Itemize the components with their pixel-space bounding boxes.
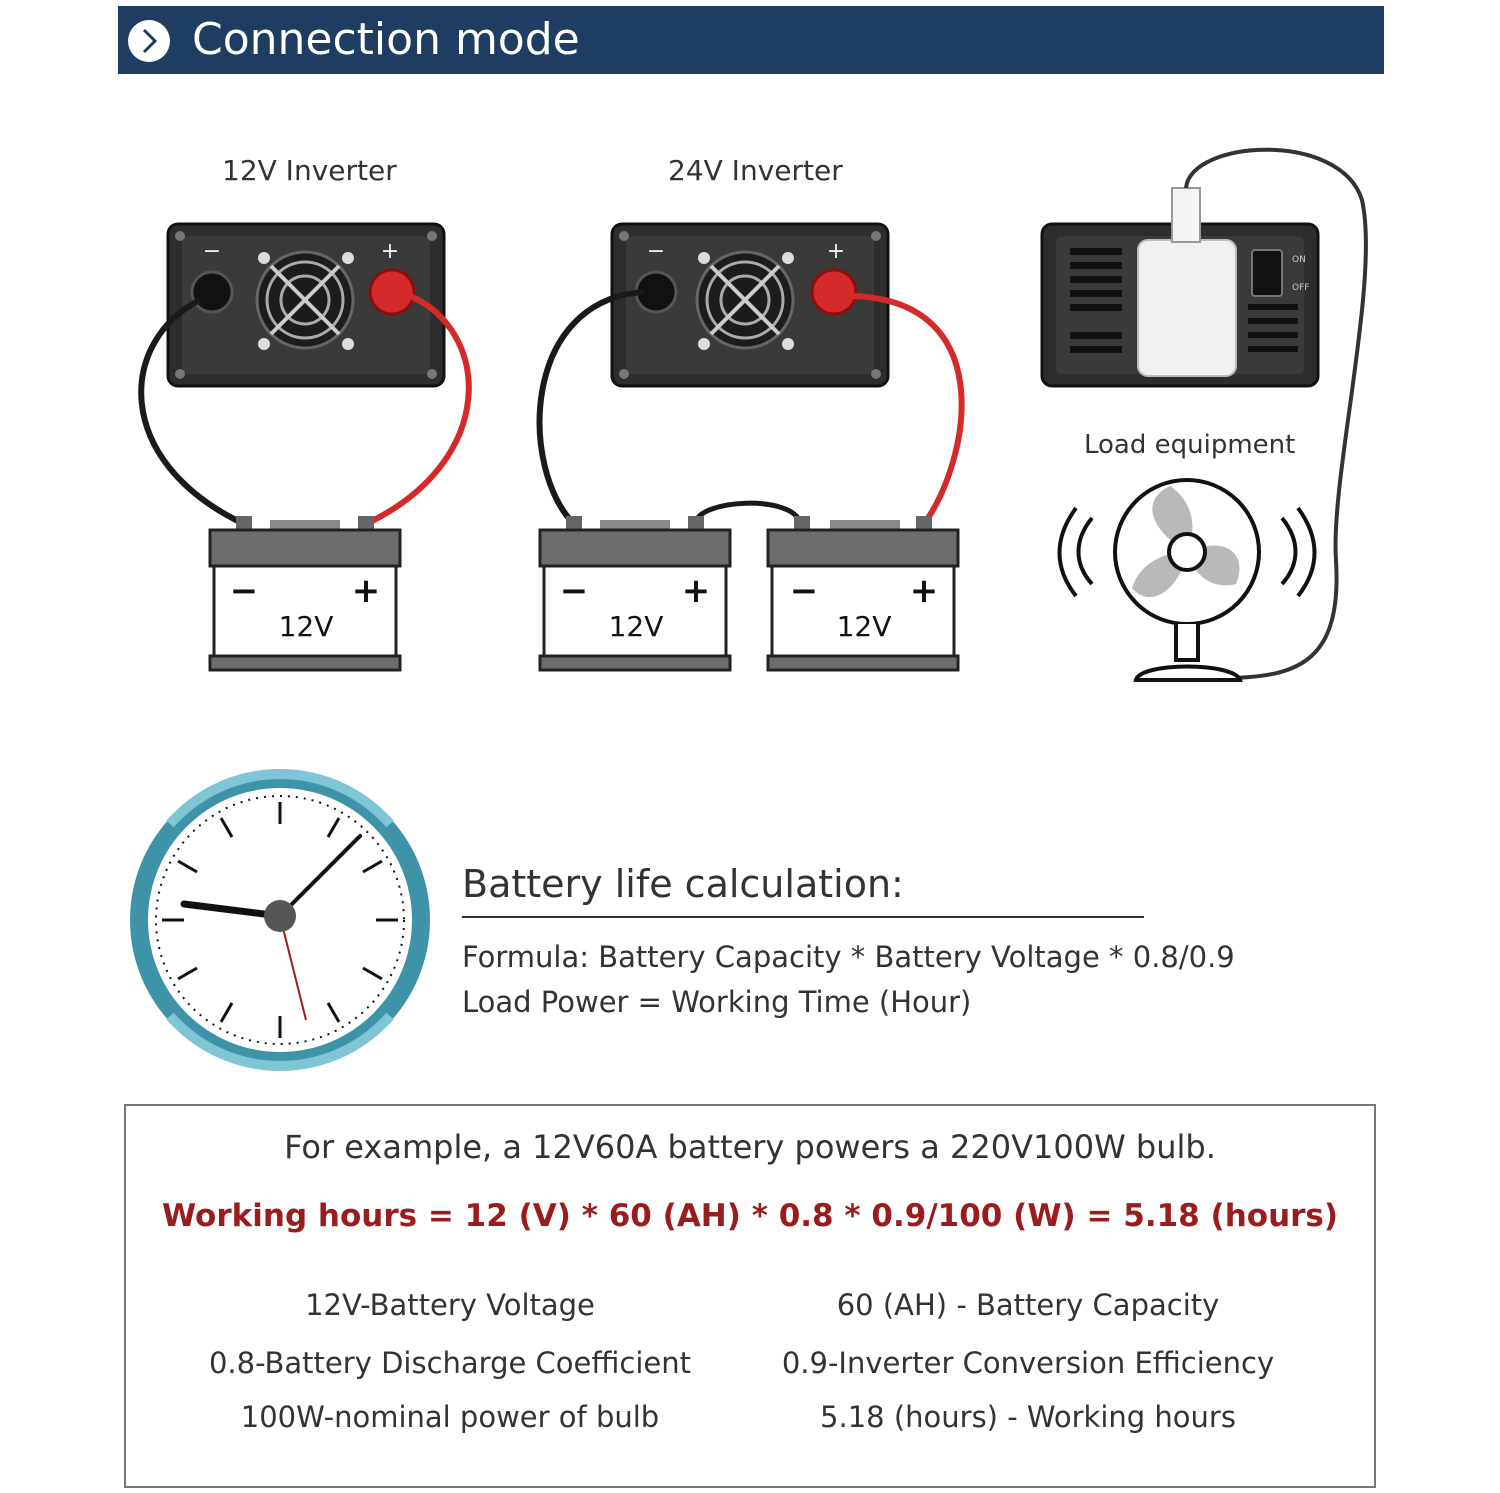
battery: − + 12V [208, 516, 402, 672]
formula-line-1: Formula: Battery Capacity * Battery Volt… [462, 940, 1235, 974]
calculation-title: Battery life calculation: [462, 862, 904, 906]
battery-plus: + [352, 571, 381, 611]
title-underline [462, 916, 1144, 918]
connection-diagram: − + − + − + 12V − + 12 [138, 147, 1368, 682]
minus-sign: − [203, 239, 221, 264]
battery-plus: + [682, 571, 711, 611]
legend-item: 60 (AH) - Battery Capacity [836, 1288, 1220, 1322]
power-switch [1251, 249, 1283, 297]
battery: − + 12V [766, 516, 960, 672]
negative-terminal [190, 270, 234, 314]
battery: − + 12V [538, 516, 732, 672]
example-intro: For example, a 12V60A battery powers a 2… [284, 1128, 1216, 1166]
legend-item: 5.18 (hours) - Working hours [820, 1400, 1236, 1434]
positive-wire [364, 293, 472, 527]
plus-sign: + [827, 239, 845, 264]
positive-wire [851, 293, 965, 526]
positive-terminal [810, 268, 858, 316]
plus-sign: + [381, 239, 399, 264]
inverter-24v: − + [610, 222, 890, 388]
switch-on-label: ON [1292, 255, 1306, 265]
positive-terminal [368, 268, 416, 316]
inverter-ac-side: ON OFF [1040, 222, 1320, 388]
switch-off-label: OFF [1292, 283, 1309, 293]
battery-plus: + [910, 571, 939, 611]
example-box: For example, a 12V60A battery powers a 2… [124, 1104, 1376, 1488]
negative-wire [138, 297, 246, 527]
inverter-12v-label: 12V Inverter [222, 154, 397, 187]
inverter-24v-label: 24V Inverter [668, 154, 843, 187]
legend-item: 0.9-Inverter Conversion Efficiency [781, 1346, 1275, 1380]
ac-socket [1137, 239, 1237, 377]
battery-voltage: 12V [609, 610, 664, 643]
series-link-wire [693, 500, 803, 524]
legend-item: 12V-Battery Voltage [305, 1288, 595, 1322]
negative-wire [536, 289, 645, 527]
fan-icon [255, 250, 355, 350]
battery-voltage: 12V [279, 610, 334, 643]
battery-minus: − [230, 571, 259, 611]
legend-item: 100W-nominal power of bulb [240, 1400, 660, 1434]
battery-minus: − [560, 571, 589, 611]
battery-minus: − [790, 571, 819, 611]
section-title: Connection mode [192, 14, 580, 65]
legend-item: 0.8-Battery Discharge Coefficient [208, 1346, 692, 1380]
chevron-right-circle-icon [128, 20, 170, 62]
minus-sign: − [647, 239, 665, 264]
example-result: Working hours = 12 (V) * 60 (AH) * 0.8 *… [161, 1198, 1339, 1234]
plug-icon [1171, 187, 1201, 243]
formula-line-2: Load Power = Working Time (Hour) [462, 985, 972, 1019]
inverter-12v: − + [166, 222, 446, 388]
section-header: Connection mode [118, 6, 1384, 74]
battery-voltage: 12V [837, 610, 892, 643]
clock-icon [130, 769, 430, 1071]
load-equipment-label: Load equipment [1084, 430, 1296, 460]
fan-load-icon [1057, 478, 1317, 682]
power-cable [1184, 147, 1368, 680]
fan-icon [695, 250, 795, 350]
